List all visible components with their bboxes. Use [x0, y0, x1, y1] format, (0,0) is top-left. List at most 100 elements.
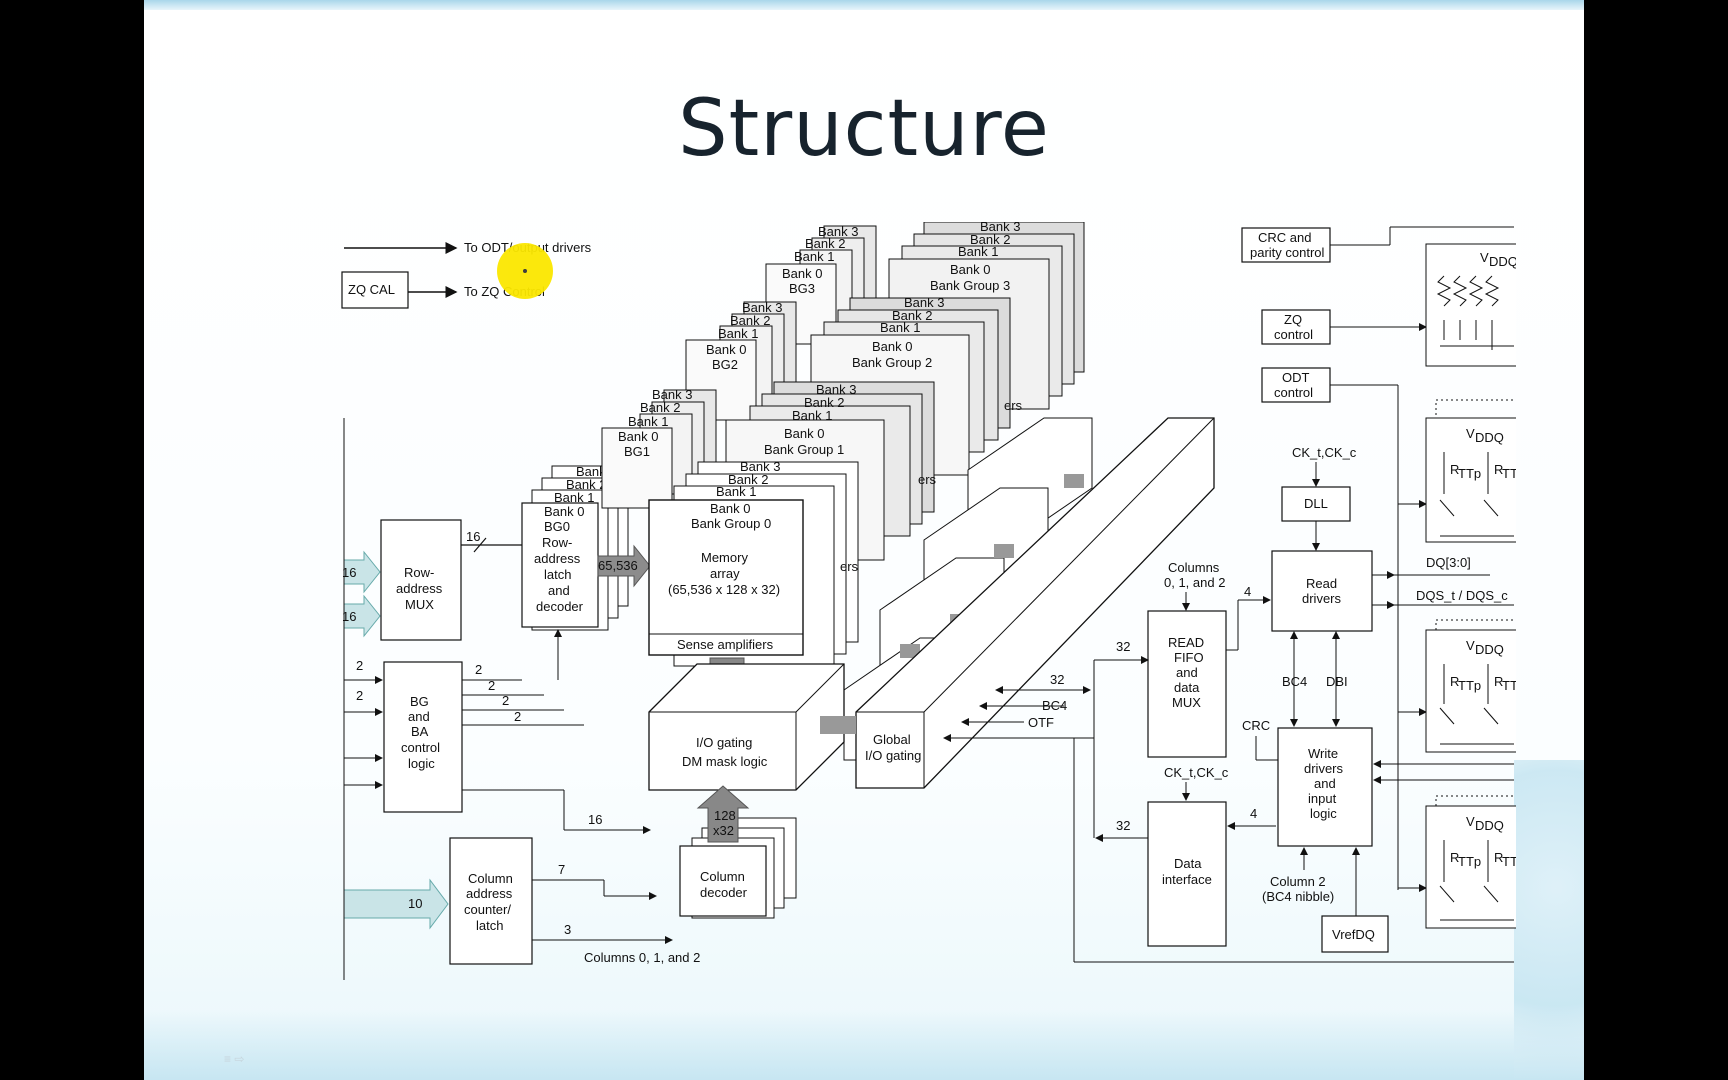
svg-text:Bank 3: Bank 3: [980, 222, 1020, 234]
svg-text:Bank 2: Bank 2: [892, 308, 932, 323]
zq-termination-block: V DDQ: [1425, 243, 1516, 367]
svg-text:65,536: 65,536: [598, 558, 638, 573]
svg-text:2: 2: [502, 693, 509, 708]
svg-text:4: 4: [1250, 806, 1257, 821]
svg-text:V: V: [1466, 814, 1475, 829]
svg-text:Bank 1: Bank 1: [958, 244, 998, 259]
svg-text:TTp: TTp: [1458, 678, 1481, 693]
row-mux-line1: Row-: [404, 565, 434, 580]
svg-text:Bank Group 3: Bank Group 3: [930, 278, 1010, 293]
slide-title: Structure: [678, 84, 1050, 174]
svg-text:V: V: [1480, 250, 1489, 265]
svg-text:Bank 0: Bank 0: [544, 504, 584, 519]
svg-text:control: control: [1274, 327, 1313, 342]
svg-text:Column 2: Column 2: [1270, 874, 1326, 889]
svg-text:FIFO: FIFO: [1174, 650, 1204, 665]
slide-footer-icons[interactable]: ≡ ⇨: [224, 1052, 245, 1066]
svg-text:address: address: [534, 551, 581, 566]
write-drivers: [1277, 727, 1373, 847]
svg-text:2: 2: [356, 688, 363, 703]
svg-text:decoder: decoder: [700, 885, 748, 900]
svg-text:CRC: CRC: [1242, 718, 1270, 733]
svg-text:Bank 2: Bank 2: [566, 477, 606, 492]
read-drivers: [1271, 550, 1373, 632]
odt-termination-block-3: V DDQ R TTp R TTp: [1425, 795, 1516, 929]
input-arrow-10: [343, 878, 449, 930]
svg-text:Bank 2: Bank 2: [970, 232, 1010, 247]
svg-text:Bank 3: Bank 3: [818, 224, 858, 239]
svg-text:R: R: [1450, 850, 1459, 865]
svg-text:Bank 0: Bank 0: [618, 429, 658, 444]
svg-text:2: 2: [356, 658, 363, 673]
svg-text:V: V: [1466, 426, 1475, 441]
row-address-mux: [380, 519, 462, 641]
svg-text:decoder: decoder: [536, 599, 584, 614]
svg-text:32: 32: [1116, 639, 1130, 654]
svg-text:DDQ: DDQ: [1475, 818, 1504, 833]
svg-text:DDQ: DDQ: [1489, 254, 1516, 269]
svg-text:DDQ: DDQ: [1475, 642, 1504, 657]
input-arrow-16a-label: 16: [342, 565, 356, 580]
svg-text:Bank 3: Bank 3: [652, 387, 692, 402]
svg-text:Sense amplifiers: Sense amplifiers: [677, 637, 774, 652]
svg-text:Memory: Memory: [701, 550, 748, 565]
svg-text:and: and: [408, 709, 430, 724]
odt-termination-block-2: V DDQ R TTp R TTp: [1425, 619, 1516, 753]
svg-text:CK_t,CK_c: CK_t,CK_c: [1292, 445, 1357, 460]
bank-0-bank-group-0: [648, 499, 804, 656]
row-mux-line3: MUX: [405, 597, 434, 612]
svg-text:TTp: TTp: [1502, 854, 1516, 869]
svg-text:counter/: counter/: [464, 902, 511, 917]
svg-text:Bank 0: Bank 0: [950, 262, 990, 277]
column-address-counter: [449, 837, 533, 965]
svg-text:drivers: drivers: [1304, 761, 1344, 776]
svg-text:Bank 0: Bank 0: [710, 501, 750, 516]
svg-text:Bank 2: Bank 2: [805, 236, 845, 251]
svg-text:Data: Data: [1174, 856, 1202, 871]
svg-text:128: 128: [714, 808, 736, 823]
svg-text:ers: ers: [1004, 398, 1023, 413]
bg-ba-control-logic: [383, 661, 463, 813]
svg-text:Bank 3: Bank 3: [904, 295, 944, 310]
svg-text:R: R: [1494, 462, 1503, 477]
svg-text:control: control: [1274, 385, 1313, 400]
svg-text:7: 7: [558, 862, 565, 877]
svg-text:Bank 2: Bank 2: [728, 472, 768, 487]
svg-text:latch: latch: [544, 567, 571, 582]
svg-text:Read: Read: [1306, 576, 1337, 591]
svg-text:Bank 2: Bank 2: [730, 313, 770, 328]
svg-text:TTp: TTp: [1502, 678, 1516, 693]
svg-text:CK_t,CK_c: CK_t,CK_c: [1164, 765, 1229, 780]
svg-text:(BC4 nibble): (BC4 nibble): [1262, 889, 1334, 904]
zq-cal-box: [341, 271, 409, 309]
input-arrow-10-label: 10: [408, 896, 422, 911]
svg-text:R: R: [1494, 674, 1503, 689]
svg-text:ers: ers: [840, 559, 859, 574]
svg-text:Write: Write: [1308, 746, 1338, 761]
svg-text:R: R: [1450, 462, 1459, 477]
svg-text:TTp: TTp: [1458, 466, 1481, 481]
svg-text:VrefDQ: VrefDQ: [1332, 927, 1375, 942]
input-arrow-16b: [343, 594, 381, 638]
svg-text:and: and: [1314, 776, 1336, 791]
svg-text:MUX: MUX: [1172, 695, 1201, 710]
svg-text:address: address: [466, 886, 513, 901]
svg-text:ers: ers: [918, 472, 937, 487]
svg-text:BC4: BC4: [1042, 698, 1067, 713]
svg-text:Bank Group 1: Bank Group 1: [764, 442, 844, 457]
svg-text:2: 2: [488, 678, 495, 693]
svg-text:(65,536 x 128 x 32): (65,536 x 128 x 32): [668, 582, 780, 597]
svg-text:Bank 3: Bank 3: [742, 300, 782, 315]
svg-text:BG1: BG1: [624, 444, 650, 459]
svg-text:16: 16: [588, 812, 602, 827]
svg-text:32: 32: [1116, 818, 1130, 833]
svg-text:4: 4: [1244, 584, 1251, 599]
svg-text:BC4: BC4: [1282, 674, 1307, 689]
svg-text:DBI: DBI: [1326, 674, 1348, 689]
zq-control-box: [1261, 309, 1331, 345]
svg-text:Column: Column: [700, 869, 745, 884]
svg-text:2: 2: [475, 662, 482, 677]
data-interface: [1147, 801, 1227, 947]
svg-text:and: and: [548, 583, 570, 598]
input-arrow-16a: [343, 550, 381, 594]
